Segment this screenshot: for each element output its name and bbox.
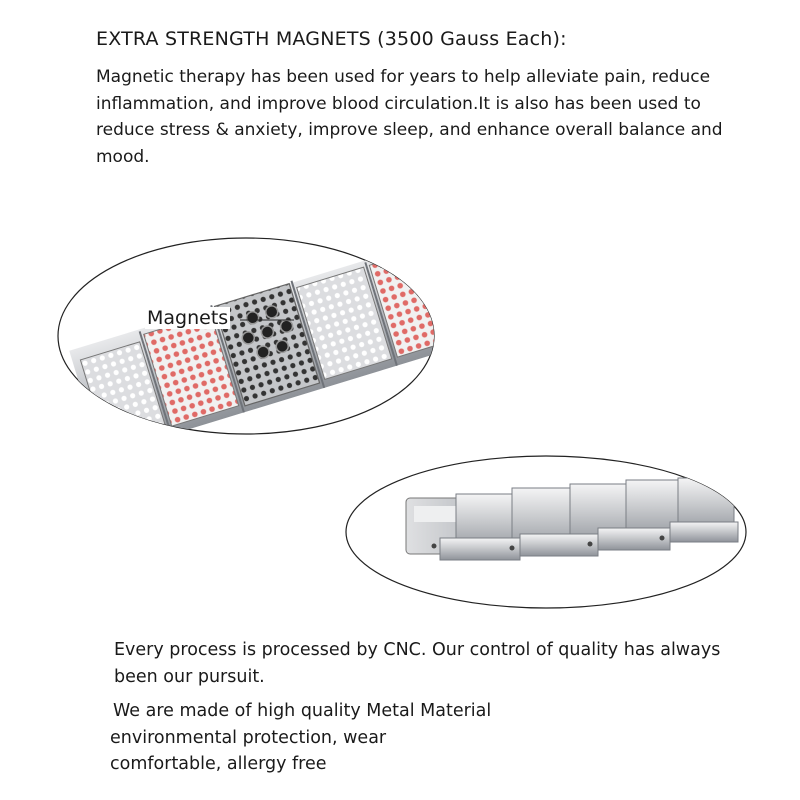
material-line: environmental protection, wear [110,727,387,748]
bracelet-clasp-closeup [345,455,747,609]
bracelet-magnets-closeup [57,237,435,435]
heading: EXTRA STRENGTH MAGNETS (3500 Gauss Each)… [96,28,567,50]
magnets-callout-label: Magnets [145,307,231,329]
intro-paragraph: Magnetic therapy has been used for years… [96,67,723,167]
cnc-process-paragraph: Every process is processed by CNC. Our c… [114,640,721,687]
material-line: comfortable, allergy free [110,754,327,774]
material-line: We are made of high quality Metal Materi… [113,701,492,721]
material-paragraph: We are made of high quality Metal Materi… [110,698,670,778]
